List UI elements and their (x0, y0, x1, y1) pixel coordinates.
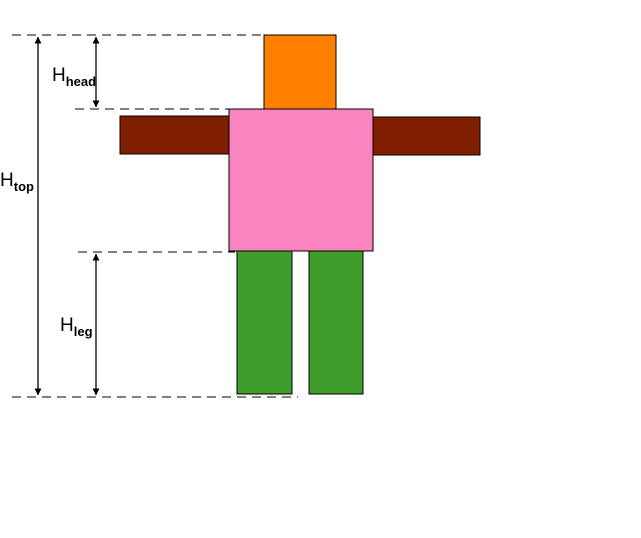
left-arm (119, 115, 231, 155)
leg-height-label: Hleg (60, 315, 93, 339)
torso (228, 108, 374, 252)
right-arm (370, 116, 481, 156)
total-height-label: Htop (0, 170, 34, 194)
left-leg (236, 249, 293, 395)
head (263, 34, 337, 110)
head-height-label: Hhead (52, 65, 96, 89)
right-leg (308, 249, 364, 395)
